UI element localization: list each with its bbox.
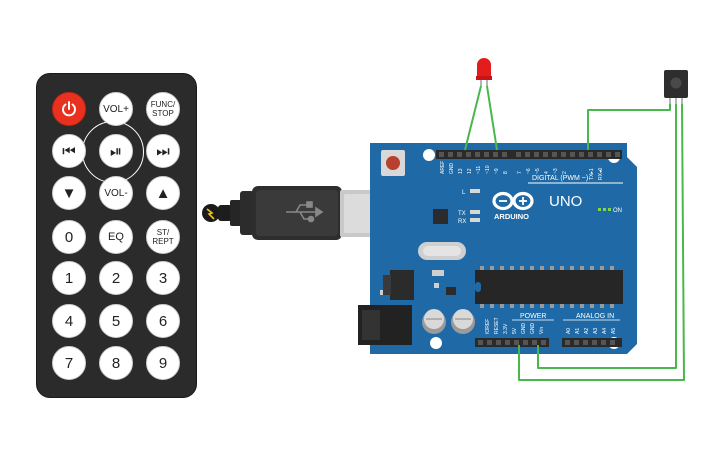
pin-label-1: TX▸1 (589, 168, 595, 180)
down-button[interactable]: ▼ (52, 176, 86, 210)
pin-label-a0: A0 (566, 328, 572, 334)
capacitor-2 (451, 309, 475, 334)
button-6[interactable]: 6 (146, 304, 180, 338)
button-7[interactable]: 7 (52, 346, 86, 380)
pin-label-vin: Vin (539, 327, 545, 334)
pin-label-5v: 5V (512, 327, 518, 334)
power-label: POWER (520, 313, 546, 320)
button-9[interactable]: 9 (146, 346, 180, 380)
arduino-logo-icon (492, 191, 534, 211)
button-1[interactable]: 1 (52, 261, 86, 295)
pin-label-ioref: IOREF (485, 319, 491, 334)
vol-down-button[interactable]: VOL- (99, 176, 133, 210)
wire-led-to-pin12[interactable] (486, 85, 498, 151)
pin-label-a1: A1 (575, 328, 581, 334)
power-icon (62, 101, 76, 117)
pin-label-gnd-1: GND (521, 323, 527, 335)
triangle-up-icon: ▲ (155, 184, 171, 202)
led-l (470, 189, 480, 193)
wire-ir-vcc[interactable] (518, 103, 685, 381)
pin-label-4: 4 (544, 171, 550, 174)
arduino-model: UNO (549, 193, 582, 210)
pin-label-a3: A3 (593, 328, 599, 334)
pin-label-11: ~11 (476, 166, 482, 174)
led-on (598, 208, 601, 211)
arduino-board[interactable]: DIGITAL (PWM ~) AREF GND 13 12 ~11 ~10 ~… (358, 143, 637, 354)
vol-up-button[interactable]: VOL+ (99, 92, 133, 126)
capacitor-1 (422, 309, 446, 334)
usb-icon (286, 201, 324, 223)
next-button[interactable]: ⏭ (146, 134, 180, 168)
pin-label-a4: A4 (602, 328, 608, 334)
pin-label-9: ~9 (494, 168, 500, 174)
power-button[interactable] (52, 92, 86, 126)
next-icon: ⏭ (156, 142, 170, 160)
led-tx (470, 210, 480, 214)
led-rx (470, 218, 480, 222)
pin-label-3: ~3 (553, 168, 559, 174)
button-0[interactable]: 0 (52, 220, 86, 254)
usb-chip (433, 209, 448, 224)
eq-button[interactable]: EQ (99, 220, 133, 254)
wire-ir-gnd[interactable] (537, 104, 677, 369)
wire-led-to-gnd[interactable] (464, 85, 482, 151)
pin-label-13: 13 (458, 168, 464, 174)
pin-label-7: 7 (517, 171, 523, 174)
pin-label-8: 8 (503, 171, 509, 174)
ir-remote[interactable]: VOL+ FUNC/ STOP ⏮ ⏯ ⏭ ▼ VOL- ▲ 0 EQ ST/ … (36, 73, 197, 398)
pin-label-2: 2 (562, 171, 568, 174)
pin-label-10: ~10 (485, 165, 491, 174)
on-label: ON (613, 208, 622, 214)
triangle-down-icon: ▼ (61, 184, 77, 202)
led-l-label: L (462, 190, 466, 196)
button-2[interactable]: 2 (99, 261, 133, 295)
pin-label-12: 12 (467, 168, 473, 174)
pin-label-0: RX◂0 (598, 168, 604, 180)
atmega-chip (475, 270, 623, 304)
analog-label: ANALOG IN (576, 313, 614, 320)
pin-label-5: ~5 (535, 168, 541, 174)
button-5[interactable]: 5 (99, 304, 133, 338)
button-8[interactable]: 8 (99, 346, 133, 380)
func-stop-button[interactable]: FUNC/ STOP (146, 92, 180, 126)
red-led[interactable] (476, 58, 492, 86)
play-pause-icon: ⏯ (109, 142, 122, 160)
pin-label-a5: A5 (611, 328, 617, 334)
pin-label-gnd: GND (449, 163, 455, 175)
ir-receiver[interactable] (664, 70, 688, 104)
pin-label-reset: RESET (494, 317, 500, 334)
button-4[interactable]: 4 (52, 304, 86, 338)
up-button[interactable]: ▲ (146, 176, 180, 210)
st-rept-button[interactable]: ST/ REPT (146, 220, 180, 254)
wire-ir-signal-to-pin3[interactable] (587, 104, 671, 150)
reset-button[interactable] (381, 150, 405, 176)
led-rx-label: RX (458, 219, 466, 225)
voltage-regulator (390, 270, 414, 300)
led-tx-label: TX (458, 211, 466, 217)
prev-button[interactable]: ⏮ (52, 134, 86, 168)
play-pause-button[interactable]: ⏯ (99, 134, 133, 168)
prev-icon: ⏮ (62, 142, 76, 160)
pin-label-gnd-2: GND (530, 323, 536, 335)
digital-label: DIGITAL (PWM ~) (532, 175, 588, 182)
arduino-brand: ARDUINO (494, 212, 529, 221)
pin-label-6: ~6 (526, 168, 532, 174)
power-jack[interactable] (358, 305, 412, 345)
button-3[interactable]: 3 (146, 261, 180, 295)
pin-label-aref: AREF (440, 161, 446, 174)
pin-label-a2: A2 (584, 328, 590, 334)
pin-label-3v3: 3.3V (503, 323, 509, 334)
power-header[interactable] (475, 338, 549, 347)
